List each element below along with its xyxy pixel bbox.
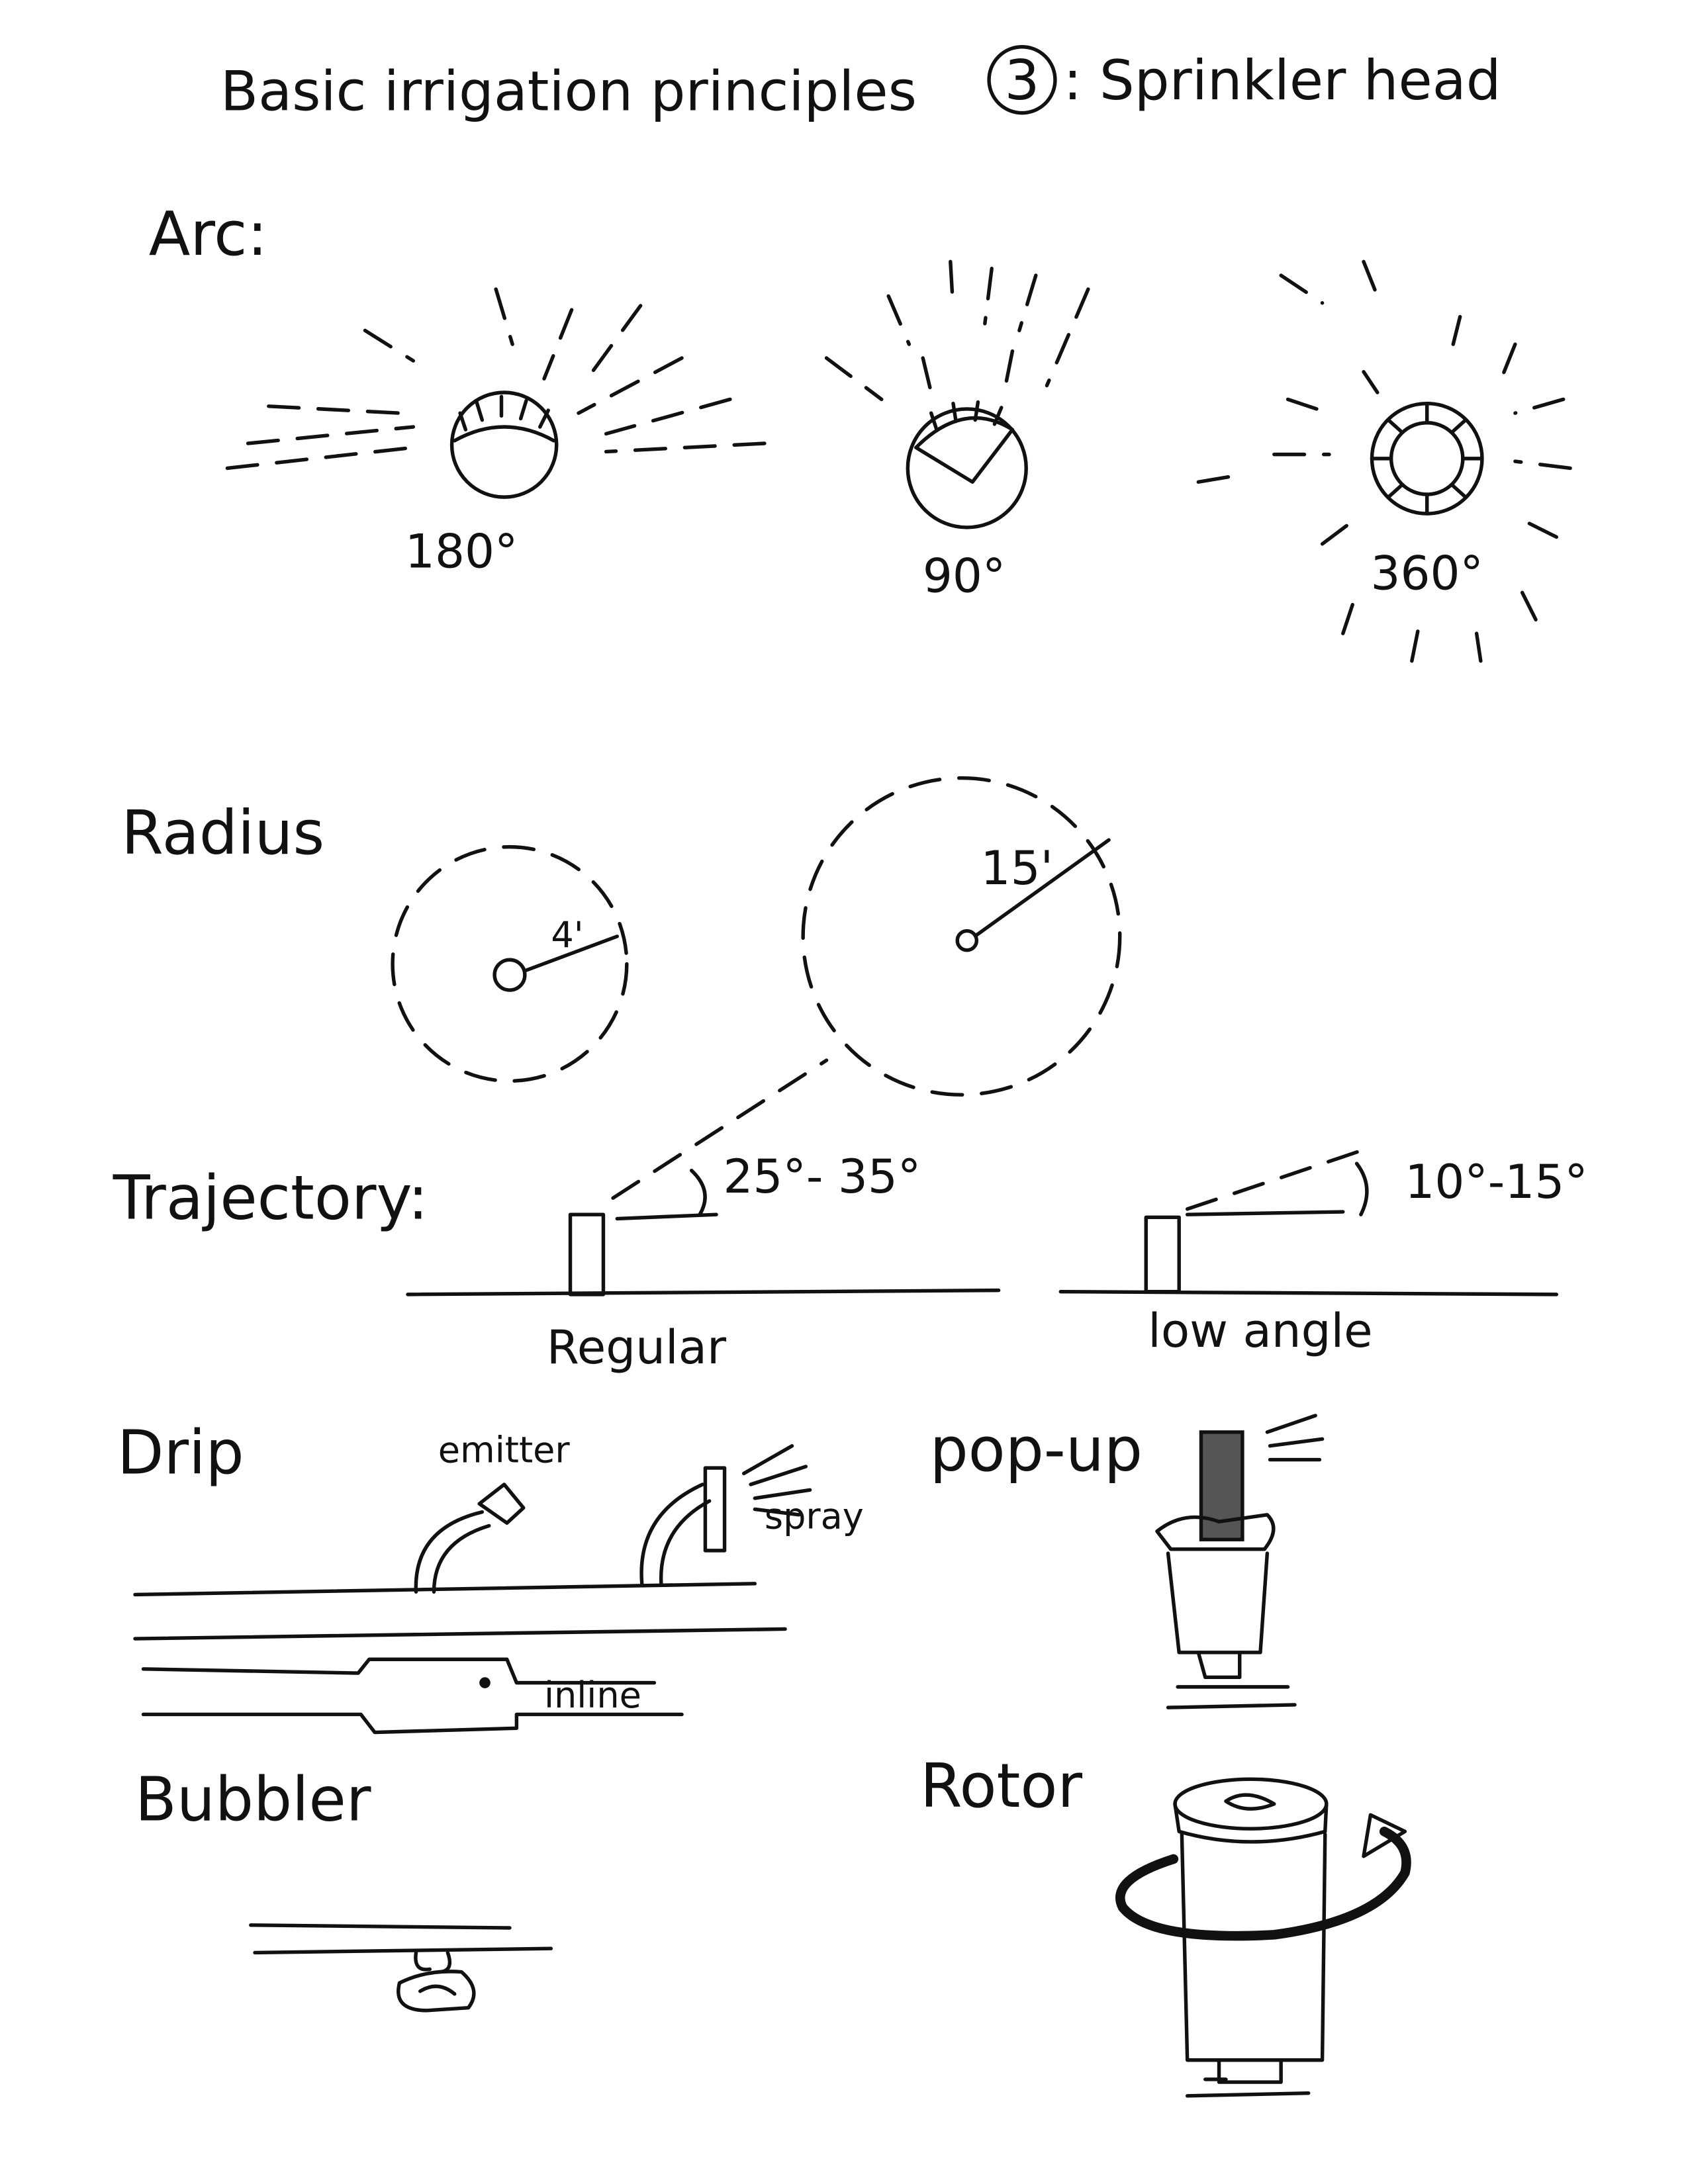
radius-circle-small bbox=[391, 844, 629, 1083]
popup-heading: pop-up bbox=[930, 1414, 1143, 1485]
radius-label-15: 15' bbox=[981, 841, 1053, 895]
drip-heading: Drip bbox=[117, 1417, 244, 1488]
number-circle bbox=[987, 45, 1057, 115]
arc-label-90: 90° bbox=[923, 549, 1006, 604]
bubbler-heading: Bubbler bbox=[135, 1764, 371, 1835]
title-text: Basic irrigation principles bbox=[220, 59, 917, 123]
title-number: 3 bbox=[1005, 48, 1040, 113]
arc-section: Arc: 180° 90° bbox=[149, 199, 1572, 663]
rotor-section: Rotor bbox=[920, 1751, 1411, 2098]
radius-circle-large bbox=[801, 776, 1122, 1097]
trajectory-heading: Trajectory: bbox=[113, 1162, 428, 1233]
trajectory-low-angle: 10°-15° bbox=[1405, 1154, 1587, 1209]
emitter-tube bbox=[414, 1510, 485, 1594]
trajectory-low-label: low angle bbox=[1148, 1303, 1373, 1358]
drip-section: Drip emitter spray inline bbox=[117, 1417, 864, 1735]
drip-inline-label: inline bbox=[544, 1674, 641, 1716]
trajectory-section: Trajectory: 25°- 35° Regular 10°-15° low… bbox=[113, 1058, 1588, 1375]
rotor-heading: Rotor bbox=[920, 1751, 1082, 1821]
arc-label-360: 360° bbox=[1371, 546, 1483, 601]
emitter-head bbox=[477, 1482, 526, 1525]
arc-heading: Arc: bbox=[149, 199, 267, 269]
sprinkler-180: 180° bbox=[225, 287, 767, 578]
radius-label-4: 4' bbox=[551, 915, 583, 956]
title: Basic irrigation principles 3 : Sprinkle… bbox=[220, 45, 1501, 123]
drip-spray-label: spray bbox=[765, 1496, 864, 1537]
trajectory-regular-angle: 25°- 35° bbox=[723, 1149, 921, 1204]
inline-tube bbox=[141, 1657, 657, 1685]
radius-section: Radius 4' 15' bbox=[121, 776, 1122, 1097]
popup-section: pop-up bbox=[930, 1414, 1325, 1709]
radius-heading: Radius bbox=[121, 797, 324, 868]
trajectory-regular-label: Regular bbox=[547, 1320, 727, 1375]
drip-emitter-label: emitter bbox=[438, 1430, 571, 1471]
rotation-arrow bbox=[1115, 1827, 1411, 1941]
bubbler-section: Bubbler bbox=[135, 1764, 553, 2013]
title-subtitle: : Sprinkler head bbox=[1063, 48, 1501, 113]
spray-head bbox=[703, 1466, 727, 1553]
sprinkler-90: 90° bbox=[824, 259, 1090, 604]
arc-label-180: 180° bbox=[405, 523, 518, 578]
sprinkler-360: 360° bbox=[1196, 259, 1572, 663]
